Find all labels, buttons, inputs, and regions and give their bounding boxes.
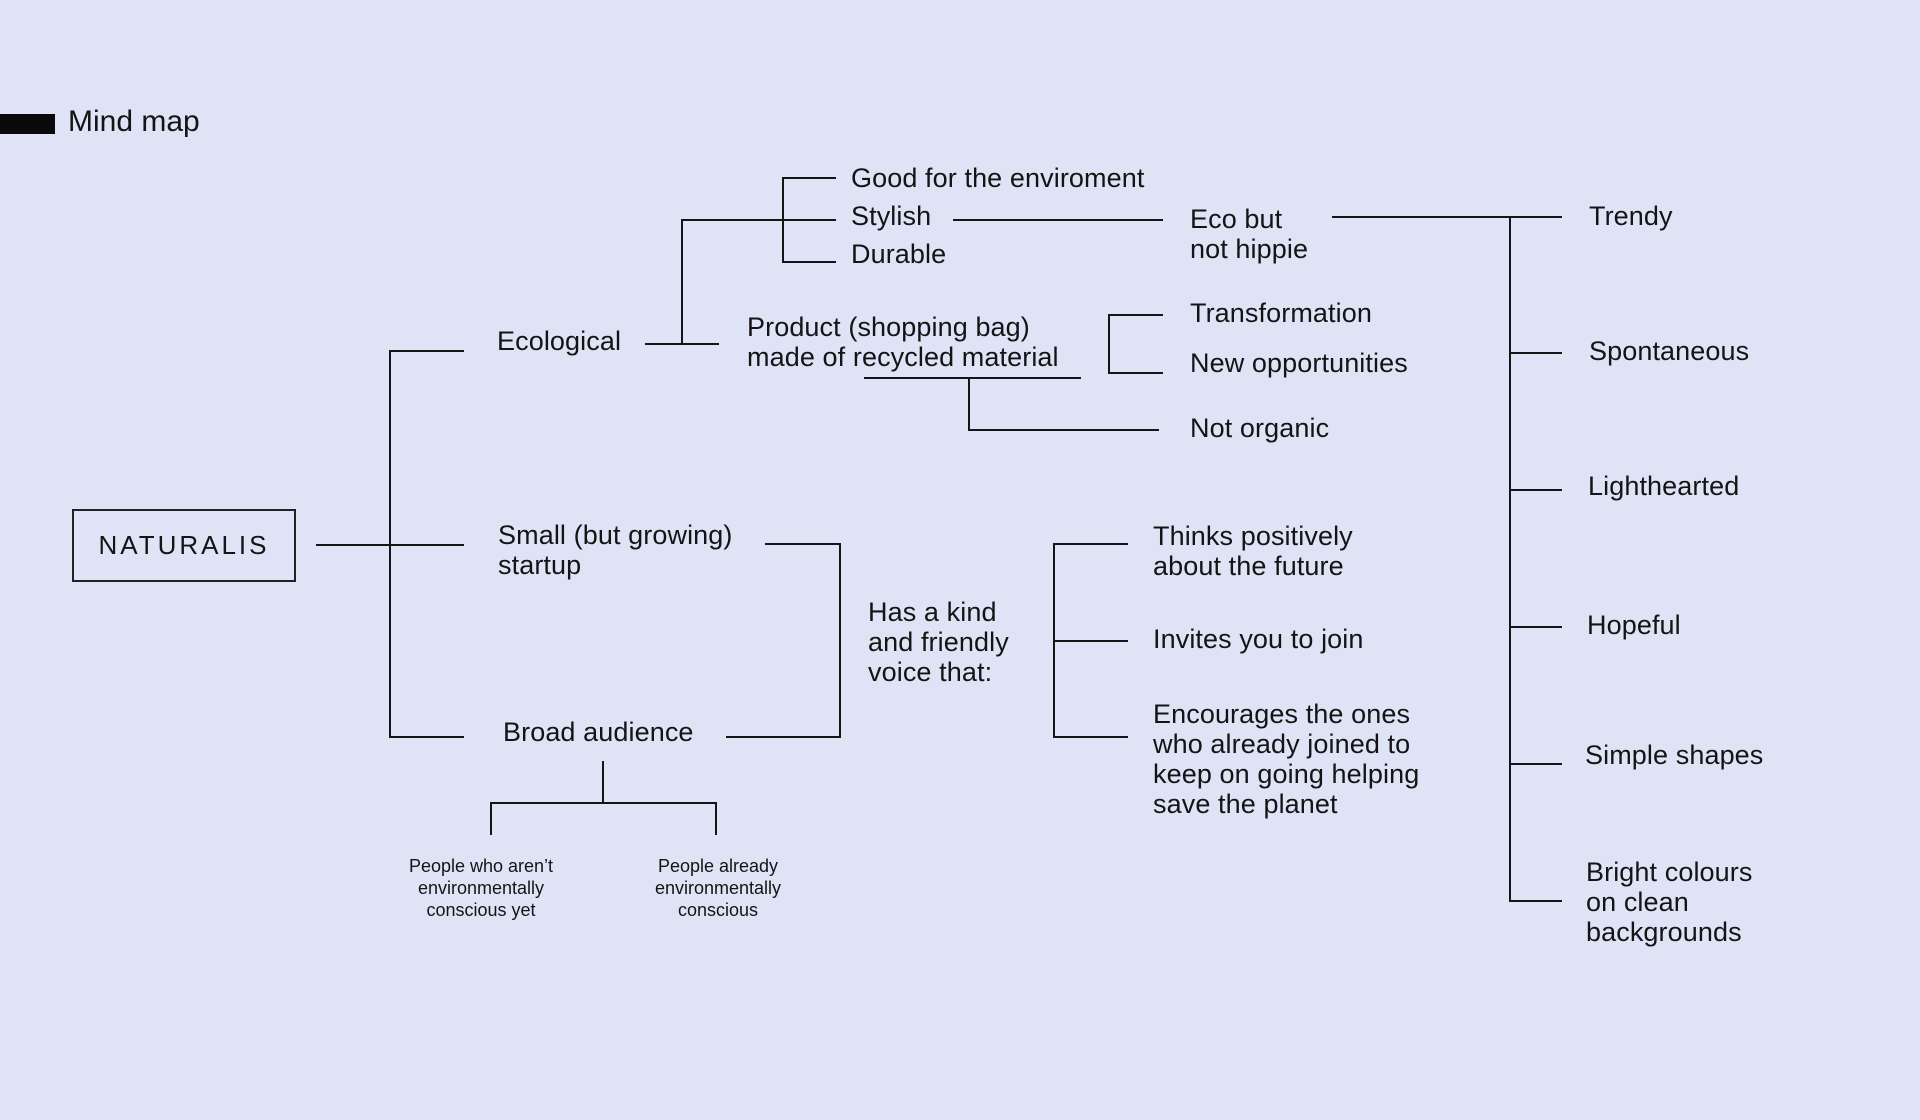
- node-ecological: Ecological: [497, 326, 622, 356]
- node-quality: Stylish: [851, 201, 932, 231]
- title-marker: [0, 114, 55, 134]
- node-style: Simple shapes: [1585, 740, 1764, 770]
- node-startup: Small (but growing) startup: [498, 520, 733, 580]
- root-label: NATURALIS: [98, 530, 270, 560]
- node-new-opportunities: New opportunities: [1190, 348, 1408, 378]
- page-title: Mind map: [68, 105, 200, 138]
- node-transformation: Transformation: [1190, 298, 1372, 328]
- node-style: Bright colours on clean backgrounds: [1586, 857, 1753, 947]
- node-audience-child: People who aren’t environmentally consci…: [408, 856, 554, 920]
- node-style: Hopeful: [1587, 610, 1681, 640]
- node-style: Spontaneous: [1589, 336, 1750, 366]
- node-eco-but-not-hippie: Eco but not hippie: [1190, 204, 1309, 264]
- node-voice: Has a kind and friendly voice that:: [868, 597, 1009, 687]
- node-voice-child: Thinks positively about the future: [1153, 521, 1353, 581]
- node-quality: Good for the enviroment: [851, 163, 1145, 193]
- node-style: Lighthearted: [1588, 471, 1740, 501]
- node-not-organic: Not organic: [1190, 413, 1330, 443]
- node-quality: Durable: [851, 239, 947, 269]
- node-style: Trendy: [1589, 201, 1673, 231]
- node-voice-child: Invites you to join: [1153, 624, 1364, 654]
- node-audience-child: People already environmentally conscious: [654, 856, 782, 920]
- node-broad-audience: Broad audience: [503, 717, 694, 747]
- node-product: Product (shopping bag) made of recycled …: [747, 312, 1059, 372]
- node-voice-child: Encourages the ones who already joined t…: [1153, 699, 1420, 819]
- root-node: NATURALIS: [72, 509, 296, 582]
